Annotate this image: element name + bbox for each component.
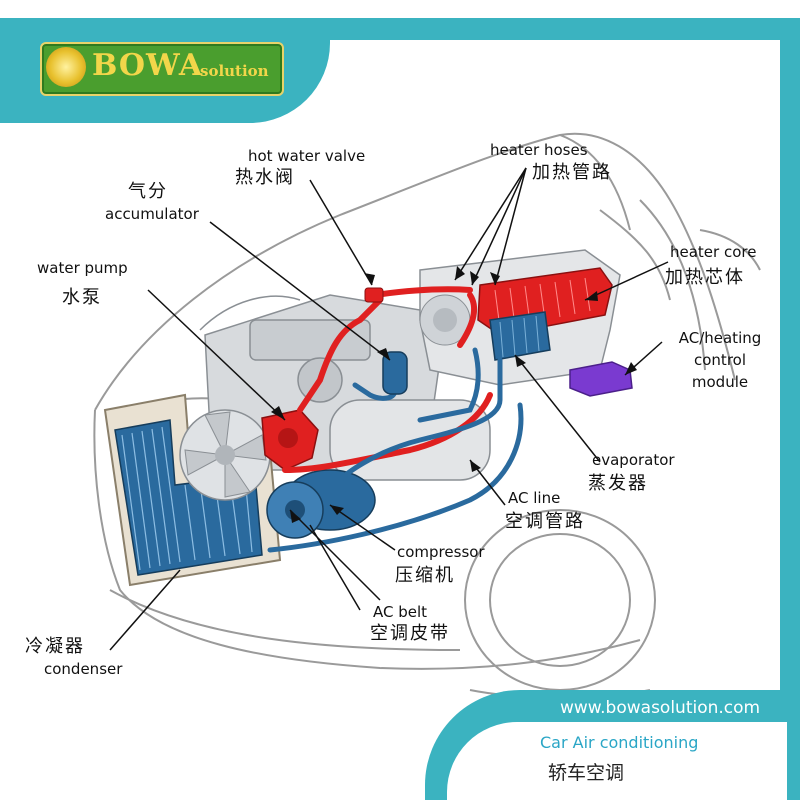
car-body-outline [93,132,761,699]
label-hot-water-valve-zh: 热水阀 [235,167,295,188]
label-evaporator-zh: 蒸发器 [588,473,648,494]
label-ac-belt-zh: 空调皮带 [370,623,450,644]
label-compressor-en: compressor [397,543,485,561]
caption-english: Car Air conditioning [540,733,699,752]
leader-arrowheads [271,266,637,523]
caption-chinese: 轿车空调 [548,762,625,784]
label-control-module-line3: module [691,373,749,391]
label-heater-hoses-en: heater hoses [490,141,588,159]
label-water-pump-zh: 水泵 [62,287,102,308]
label-evaporator-en: evaporator [592,451,675,469]
label-ac-belt-en: AC belt [373,603,428,621]
label-water-pump-en: water pump [37,259,128,277]
hot-water-valve-part [364,287,384,303]
label-compressor-zh: 压缩机 [395,565,455,586]
right-frame-stripe [780,18,800,800]
hot-water-hoses [282,286,493,473]
label-heater-core-en: heater core [670,243,757,261]
accumulator-part [382,351,408,395]
label-control-module-line1: AC/heating [678,329,762,347]
label-heater-core-zh: 加热芯体 [665,267,745,288]
evaporator-core [489,311,551,361]
footer-inner-panel [447,722,787,800]
condenser-unit [103,393,282,587]
label-hot-water-valve-en: hot water valve [248,147,366,165]
label-control-module-line2: control [694,351,746,369]
logo-main-text: BOWA [92,48,204,83]
label-condenser-en: condenser [44,660,123,678]
label-accumulator-zh: 气分 [128,181,168,202]
label-ac-line-en: AC line [508,489,561,507]
control-module-box [569,361,633,397]
label-condenser-zh: 冷凝器 [25,636,85,657]
sun-logo-icon [46,47,86,87]
compressor-unit [266,469,376,539]
label-accumulator-en: accumulator [105,205,199,223]
label-heater-hoses-zh: 加热管路 [532,162,612,183]
website-url[interactable]: www.bowasolution.com [560,698,761,718]
radiator-fan [179,409,271,501]
label-ac-line-zh: 空调管路 [505,511,585,532]
logo-sub-text: solution [200,62,269,80]
